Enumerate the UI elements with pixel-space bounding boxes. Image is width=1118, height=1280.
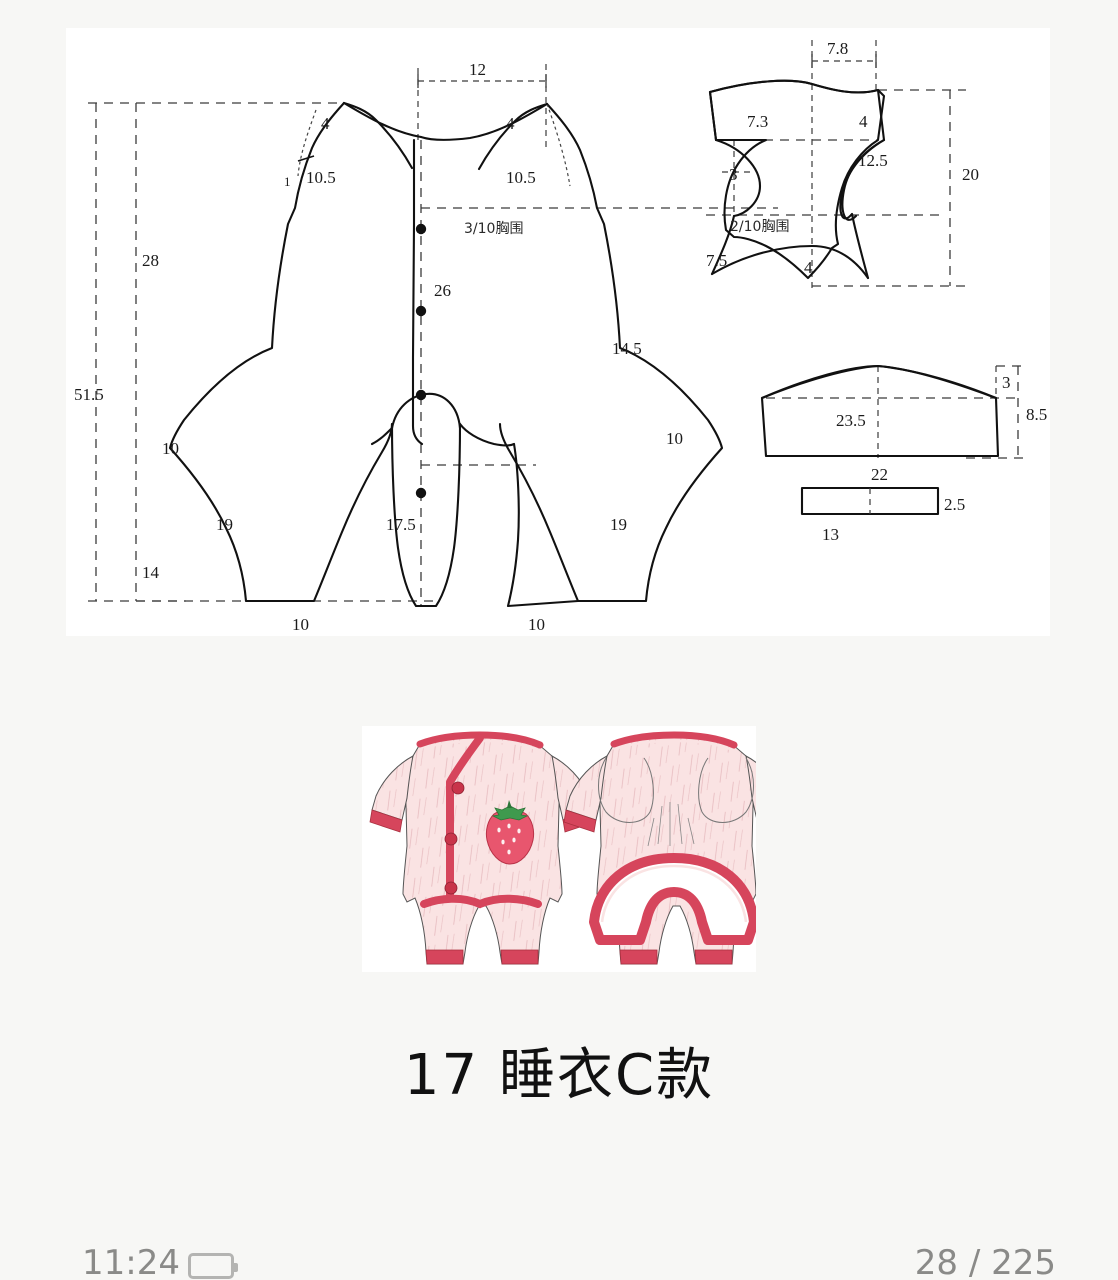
crotch-curve [390, 422, 462, 608]
pajama-front-view [369, 731, 596, 965]
sleeve-left-underarm-curve [714, 138, 762, 218]
crotch-top-curve [390, 392, 462, 430]
dim-collar-upper: 23.5 [836, 411, 866, 430]
button-marker-4 [415, 487, 427, 499]
body-left-outline [168, 101, 394, 603]
sleeve-left-lower [710, 214, 736, 276]
front-left-cuff [369, 809, 403, 833]
dim-leg-opening-right: 10 [528, 615, 545, 634]
button-marker-2 [415, 305, 427, 317]
dim-collar-rise: 3 [1002, 373, 1011, 392]
back-right-sleeve [745, 755, 756, 818]
dim-sleeve-cap-right: 4 [859, 112, 868, 131]
sleeve-left-cap [708, 79, 880, 94]
button-marker-1 [415, 223, 427, 235]
collar-outline [760, 364, 1000, 458]
sleeve-right-lower [850, 212, 870, 280]
left-shoulder-dart [297, 109, 317, 177]
dim-leg-opening-left: 10 [292, 615, 309, 634]
back-left-cuff [563, 809, 597, 833]
garment-views [369, 731, 756, 965]
dim-upper-length: 28 [142, 251, 159, 270]
garment-illustration [362, 726, 756, 972]
back-tail-texture [647, 802, 695, 847]
dim-under-sleeve: 7.5 [706, 251, 727, 270]
pajama-back-view [563, 731, 756, 965]
dim-armhole-right: 10.5 [506, 168, 536, 187]
dim-shoulder-to-hip: 14 [142, 563, 160, 582]
back-left-leg-cuff [619, 949, 658, 965]
dim-inner-leg-right: 19 [610, 515, 627, 534]
dim-total-length: 51.5 [74, 385, 104, 404]
strawberry-icon [485, 800, 535, 865]
front-button-1 [451, 781, 465, 795]
dim-band-length: 13 [822, 525, 839, 544]
back-rear-opening-inner [600, 864, 748, 923]
clock-label: 11:24 [82, 1246, 180, 1280]
sleeve-left-edge [708, 90, 718, 142]
dim-shoulder-notch: 1 [284, 174, 291, 189]
page-title: 17 睡衣C款 [403, 1043, 715, 1108]
dim-shoulder-slope-right: 4 [506, 114, 515, 133]
back-right-yoke [698, 757, 754, 823]
body-left-armhole [342, 101, 414, 170]
crotch-inner-connect [458, 422, 516, 447]
front-button-2 [444, 832, 458, 846]
back-neck-binding-inner [617, 739, 731, 751]
dim-inseam-right: 10 [666, 429, 683, 448]
pattern-sheet: 51.5 28 14 12 4 4 1 10.5 10.5 3/10胸围 26 … [66, 28, 1050, 636]
dim-sleeve-cap-width: 7.8 [827, 39, 848, 58]
sleeve-hem-curve [710, 244, 870, 280]
dim-collar-lower: 22 [871, 465, 888, 484]
dim-cf-opening: 26 [434, 281, 451, 300]
label-biceps-line: 2/10胸围 [730, 219, 789, 235]
dim-sleeve-cap-left: 7.3 [747, 112, 768, 131]
body-left-neckline [342, 101, 423, 139]
crotch-left-connect [370, 426, 394, 446]
sleeve-right-edge [876, 88, 886, 142]
dim-collar-height: 8.5 [1026, 405, 1047, 424]
dim-side-seam: 14.5 [612, 339, 642, 358]
collar-top-edge [760, 364, 998, 400]
page-indicator: 28 / 225 [914, 1246, 1056, 1280]
dim-neck-width: 12 [469, 60, 486, 79]
front-body [402, 732, 563, 965]
sleeve-right-seam [839, 138, 886, 220]
front-left-leg-cuff [425, 949, 464, 965]
body-right-neckline [419, 102, 549, 141]
dim-sleeve-hem-curve: 4 [804, 258, 813, 277]
back-right-leg-cuff [694, 949, 733, 965]
dim-band-width: 2.5 [944, 495, 965, 514]
dim-inner-leg-left: 19 [216, 515, 233, 534]
button-marker-3 [415, 389, 427, 401]
dim-armhole-left: 10.5 [306, 168, 336, 187]
leg-right-inner [506, 442, 580, 608]
back-left-yoke [598, 757, 654, 823]
front-crotch-binding [420, 894, 542, 909]
status-bar: 11:24 28 / 225 [0, 1246, 1118, 1280]
battery-icon [188, 1253, 238, 1279]
pattern-drawing: 51.5 28 14 12 4 4 1 10.5 10.5 3/10胸围 26 … [74, 39, 1047, 634]
back-rear-opening [589, 853, 756, 945]
dim-inseam-left: 10 [162, 439, 179, 458]
front-placket [446, 734, 484, 900]
dim-sleeve-height: 20 [962, 165, 979, 184]
body-right-outline [498, 102, 724, 603]
back-neck-binding [610, 731, 738, 749]
front-right-leg-cuff [500, 949, 539, 965]
dim-sleeve-underarm-notch: 3 [729, 165, 738, 184]
left-dart-tick [297, 155, 315, 162]
center-front-edge [411, 138, 424, 446]
dim-crotch-depth: 17.5 [386, 515, 416, 534]
front-button-3 [444, 881, 458, 895]
dim-shoulder-slope-left: 4 [321, 114, 330, 133]
label-chest-line: 3/10胸围 [464, 221, 523, 237]
dim-sleeve-seam: 12.5 [858, 151, 888, 170]
